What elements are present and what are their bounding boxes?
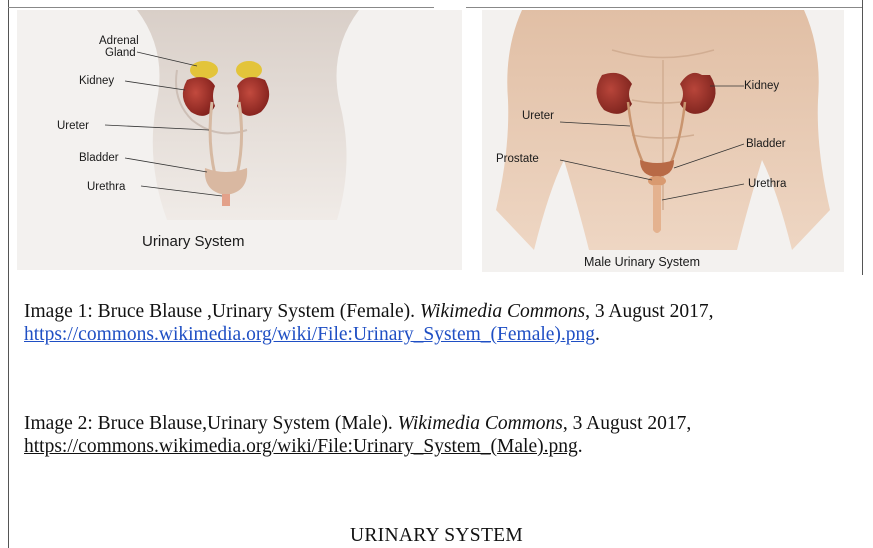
section-title: URINARY SYSTEM: [0, 525, 873, 547]
citation-text: Image 2: Bruce Blause,Urinary System (Ma…: [24, 413, 398, 434]
label-adrenal-gland: Adrenal: [99, 35, 139, 47]
citation-end: .: [578, 436, 583, 457]
citation-source: Wikimedia Commons: [398, 413, 563, 434]
female-anatomy-illustration: Adrenal Gland Kidney Ureter Bladder Uret…: [17, 10, 462, 270]
female-urinary-system-image: Adrenal Gland Kidney Ureter Bladder Uret…: [17, 10, 462, 270]
page-right-border: [862, 0, 863, 275]
label-bladder: Bladder: [79, 152, 119, 164]
male-anatomy-illustration: Kidney Ureter Bladder Prostate Urethra M…: [482, 10, 844, 272]
citation-link-male[interactable]: https://commons.wikimedia.org/wiki/File:…: [24, 436, 578, 457]
page-left-border: [8, 0, 9, 548]
label-urethra: Urethra: [87, 181, 126, 193]
prostate: [648, 176, 666, 186]
right-adrenal-gland: [236, 61, 262, 79]
urethra: [653, 185, 661, 233]
label-urethra: Urethra: [748, 178, 787, 190]
male-urinary-system-image: Kidney Ureter Bladder Prostate Urethra M…: [482, 10, 844, 272]
left-adrenal-gland: [190, 61, 218, 79]
figure-caption-male: Male Urinary System: [584, 255, 700, 269]
citation-source: Wikimedia Commons: [420, 301, 585, 322]
label-ureter: Ureter: [522, 110, 554, 122]
label-kidney: Kidney: [744, 80, 779, 92]
citation-date: , 3 August 2017,: [585, 301, 713, 322]
figure-caption-female: Urinary System: [142, 233, 245, 250]
label-kidney: Kidney: [79, 75, 114, 87]
page-top-border: [466, 7, 862, 8]
label-adrenal-gland-line2: Gland: [105, 47, 136, 59]
label-bladder: Bladder: [746, 138, 786, 150]
page-top-border: [8, 7, 434, 8]
image-1-citation: Image 1: Bruce Blause ,Urinary System (F…: [24, 300, 864, 346]
label-ureter: Ureter: [57, 120, 89, 132]
image-2-citation: Image 2: Bruce Blause,Urinary System (Ma…: [24, 412, 864, 458]
citation-link-female[interactable]: https://commons.wikimedia.org/wiki/File:…: [24, 324, 595, 345]
urethra: [222, 194, 230, 206]
citation-text: Image 1: Bruce Blause ,Urinary System (F…: [24, 301, 420, 322]
citation-date: , 3 August 2017,: [563, 413, 691, 434]
citation-end: .: [595, 324, 600, 345]
label-prostate: Prostate: [496, 153, 539, 165]
